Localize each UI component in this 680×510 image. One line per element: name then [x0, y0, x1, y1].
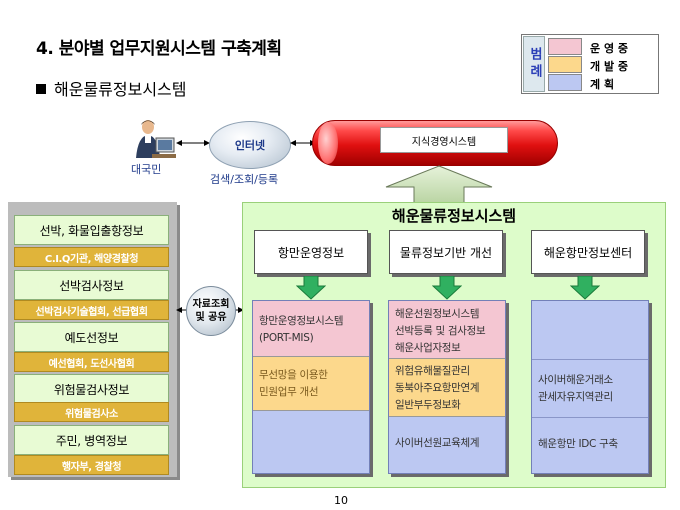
item-ship-registry: 선박등록 및 검사정보 — [395, 325, 486, 337]
col-body-port-ops: 항만운영정보시스템 (PORT-MIS) 무선망을 이용한 민원업무 개선 — [252, 300, 370, 474]
item-free-trade-zone: 관세자유지역관리 — [538, 391, 613, 403]
segment-planned-top — [532, 301, 648, 360]
group-title-hazmat: 위험물검사정보 — [14, 374, 169, 404]
group-title-tug-pilot: 예도선정보 — [14, 322, 169, 352]
item-cyber-exchange: 사이버해운거래소 — [538, 374, 613, 386]
group-sub-ship-inspection: 선박검사기술협회, 선급협회 — [14, 300, 169, 320]
segment-operating: 항만운영정보시스템 (PORT-MIS) — [253, 301, 369, 357]
knowledge-system-label: 지식경영시스템 — [380, 127, 508, 153]
group-sub-tug-pilot: 예선협회, 도선사협회 — [14, 352, 169, 372]
item-seafarer-system: 해운선원정보시스템 — [395, 308, 480, 320]
legend-label: 범례 — [523, 36, 545, 92]
internet-caption: 검색/조회/등록 — [210, 173, 279, 186]
data-exchange-node: 자료조회 및 공유 — [186, 286, 236, 336]
citizen-label: 대국민 — [131, 163, 162, 176]
down-arrow-icon — [432, 276, 462, 300]
col-head-port-ops: 항만운영정보 — [254, 230, 368, 274]
legend-swatch-operating — [548, 38, 582, 55]
internet-node: 인터넷 — [209, 121, 291, 169]
legend-item-developing: 개 발 중 — [590, 60, 629, 73]
group-title-ship-inspection: 선박검사정보 — [14, 270, 169, 300]
item-idc: 해운항만 IDC 구축 — [538, 438, 618, 450]
col-head-info-center: 해운항만정보센터 — [531, 230, 645, 274]
internet-arrow — [176, 140, 210, 146]
item-hazardous: 위험유해물질관리 — [395, 365, 470, 377]
col-body-logistics-infra: 해운선원정보시스템 선박등록 및 검사정보 해운사업자정보 위험유해물질관리 동… — [388, 300, 506, 474]
group-sub-ship-cargo: C.I.Q기관, 해양경찰청 — [14, 247, 169, 267]
square-bullet-icon — [36, 84, 46, 94]
item-civil-service: 민원업무 개선 — [259, 386, 319, 398]
legend-item-operating: 운 영 중 — [590, 42, 629, 55]
exchange-label-2: 및 공유 — [195, 312, 227, 323]
down-arrow-icon — [570, 276, 600, 300]
legend-swatch-developing — [548, 56, 582, 73]
exchange-label-1: 자료조회 — [192, 299, 230, 310]
legend-item-planned: 계 획 — [590, 78, 615, 91]
item-port-mis-sub: (PORT-MIS) — [259, 332, 314, 344]
item-ne-asia-ports: 동북아주요항만연계 — [395, 382, 480, 394]
item-shipping-operator: 해운사업자정보 — [395, 342, 461, 354]
internet-label: 인터넷 — [234, 139, 266, 152]
main-panel-title: 해운물류정보시스템 — [391, 207, 517, 225]
item-port-mis: 항만운영정보시스템 — [259, 315, 344, 327]
segment-operating: 해운선원정보시스템 선박등록 및 검사정보 해운사업자정보 — [389, 301, 505, 359]
group-sub-resident: 행자부, 경찰청 — [14, 455, 169, 475]
segment-developing: 무선망을 이용한 민원업무 개선 — [253, 357, 369, 411]
page-number: 10 — [334, 494, 348, 507]
group-title-resident: 주민, 병역정보 — [14, 425, 169, 455]
cylinder-cap — [318, 122, 338, 164]
col-head-logistics-infra: 물류정보기반 개선 — [389, 230, 503, 274]
segment-developing: 위험유해물질관리 동북아주요항만연계 일반부두정보화 — [389, 359, 505, 417]
item-wireless: 무선망을 이용한 — [259, 369, 328, 381]
group-sub-hazmat: 위험물검사소 — [14, 402, 169, 422]
down-arrow-icon — [296, 276, 326, 300]
subtitle-text: 해운물류정보시스템 — [54, 80, 187, 99]
item-cyber-education: 사이버선원교육체계 — [395, 437, 480, 449]
segment-planned-bottom: 해운항만 IDC 구축 — [532, 418, 648, 453]
col-body-info-center: 사이버해운거래소 관세자유지역관리 해운항만 IDC 구축 — [531, 300, 649, 474]
group-title-ship-cargo: 선박, 화물입출항정보 — [14, 215, 169, 245]
segment-planned: 사이버선원교육체계 — [389, 417, 505, 452]
person-at-computer-icon — [136, 120, 176, 158]
page-title: 4. 분야별 업무지원시스템 구축계획 — [36, 39, 282, 59]
item-general-pier: 일반부두정보화 — [395, 399, 461, 411]
legend-swatch-planned — [548, 74, 582, 91]
up-arrow-icon — [385, 165, 493, 205]
page-subtitle: 해운물류정보시스템 — [36, 76, 186, 100]
segment-planned-mid: 사이버해운거래소 관세자유지역관리 — [532, 360, 648, 418]
legend-label-text: 범례 — [527, 47, 542, 81]
